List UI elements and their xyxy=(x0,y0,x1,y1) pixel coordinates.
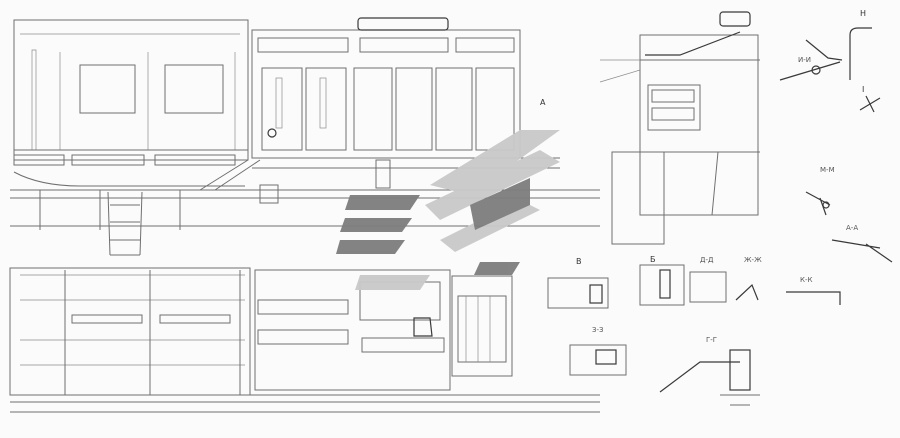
label-section-mm: М-М xyxy=(820,166,835,174)
door-3 xyxy=(353,67,393,151)
section-b xyxy=(639,264,685,306)
section-zz xyxy=(569,344,627,376)
cab-window-2 xyxy=(164,64,224,114)
lower-plan-view xyxy=(9,267,600,413)
door-4 xyxy=(395,67,433,151)
label-section-ii: И-И xyxy=(798,56,811,64)
ladder xyxy=(107,191,143,256)
upper-cabinet xyxy=(251,17,560,204)
section-v xyxy=(547,277,609,309)
door-5 xyxy=(435,67,473,151)
label-top-right: Н xyxy=(860,9,866,18)
label-section-zhzh: Ж-Ж xyxy=(744,256,762,264)
detail-callouts xyxy=(547,27,893,406)
label-section-dd: Д-Д xyxy=(700,256,714,264)
end-section-outline xyxy=(639,34,759,216)
section-gg xyxy=(659,361,740,393)
section-kk xyxy=(786,291,841,305)
label-section-aa: А-А xyxy=(846,224,858,232)
cabinet-outline xyxy=(251,29,521,159)
lower-cabinet xyxy=(254,269,451,391)
section-dd xyxy=(689,271,727,303)
label-section-b: Б xyxy=(650,255,656,264)
handle-bracket xyxy=(413,317,433,337)
cab-window-1 xyxy=(79,64,136,114)
door-1 xyxy=(261,67,303,151)
cab-outline xyxy=(13,19,249,161)
label-section-v: В xyxy=(576,257,582,266)
label-section-i: I xyxy=(862,85,864,94)
roof-vent xyxy=(357,17,449,31)
watermark-logo xyxy=(336,130,560,290)
label-section-gg: Г-Г xyxy=(706,336,717,344)
label-section-zz: З-З xyxy=(592,326,604,334)
view-labels: Н А I В Б Д-Д Ж-Ж К-К З-З Г-Г М-М А-А И-… xyxy=(540,9,866,344)
section-zhzh xyxy=(735,283,759,301)
label-section-kk: К-К xyxy=(800,276,812,284)
detail-hook xyxy=(849,27,872,80)
plan-outline xyxy=(9,267,251,396)
label-view-a: А xyxy=(540,98,546,107)
door-2 xyxy=(305,67,347,151)
end-section-view xyxy=(599,11,760,245)
